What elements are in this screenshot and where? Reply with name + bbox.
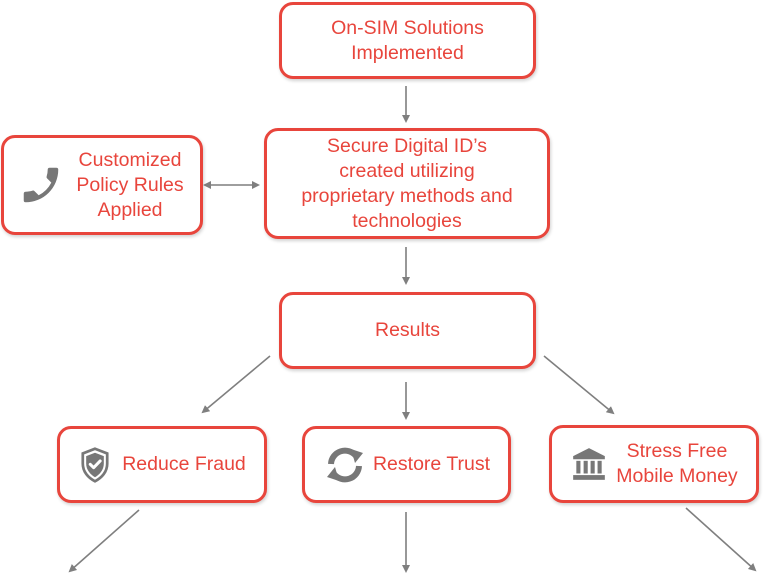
phone-icon	[18, 162, 64, 208]
shield-check-icon	[78, 446, 112, 484]
node-onsim: On-SIM Solutions Implemented	[279, 2, 536, 79]
node-restore-trust-label: Restore Trust	[372, 453, 491, 475]
node-onsim-label: On-SIM Solutions Implemented	[331, 16, 484, 64]
node-reduce-fraud-label: Reduce Fraud	[122, 453, 246, 475]
arrow-fraud-out	[68, 509, 140, 573]
node-results-label: Results	[374, 319, 441, 341]
node-secure-id: Secure Digital ID’s created utilizing pr…	[264, 128, 550, 239]
node-mobile-money: Stress Free Mobile Money	[549, 425, 759, 503]
node-secure-id-label: Secure Digital ID’s created utilizing pr…	[301, 134, 513, 232]
node-mobile-money-label: Stress Free Mobile Money	[616, 440, 738, 487]
arrow-money-out	[685, 507, 757, 572]
node-results: Results	[279, 292, 536, 369]
arrow-results-to-fraud	[201, 355, 271, 414]
node-reduce-fraud: Reduce Fraud	[57, 426, 267, 503]
arrow-results-to-money	[543, 355, 615, 415]
node-policy-label: Customized Policy Rules Applied	[76, 148, 184, 221]
node-restore-trust: Restore Trust	[302, 426, 511, 503]
refresh-icon	[323, 445, 367, 485]
node-policy: Customized Policy Rules Applied	[1, 135, 203, 235]
bank-icon	[570, 445, 608, 483]
